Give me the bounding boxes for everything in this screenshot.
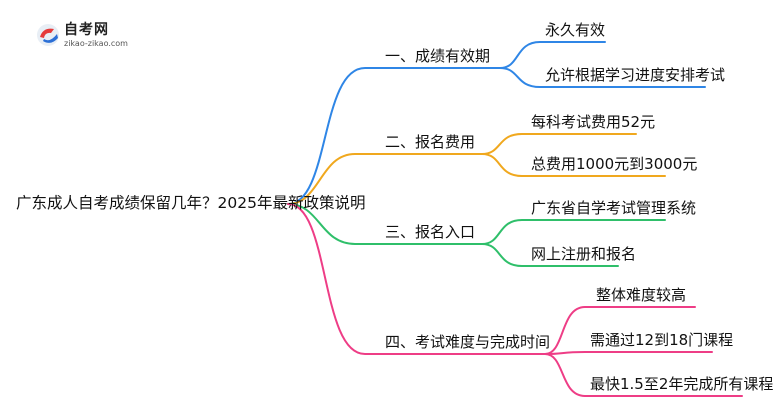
branch-3-leaf-1[interactable]: 广东省自学考试管理系统	[531, 199, 697, 217]
branch-2-leaf-1[interactable]: 每科考试费用52元	[531, 113, 656, 131]
branch-1-label[interactable]: 一、成绩有效期	[385, 47, 491, 65]
branch-2-label[interactable]: 二、报名费用	[385, 133, 476, 151]
logo-name: 自考网	[64, 22, 109, 38]
edge-root-branch-4	[287, 203, 546, 355]
edge-root-branch-2	[287, 153, 483, 205]
root-topic[interactable]: 广东成人自考成绩保留几年？2025年最新政策说明	[16, 194, 366, 212]
branch-2-leaf-2[interactable]: 总费用1000元到3000元	[531, 155, 698, 173]
mindmap-connectors	[287, 41, 743, 397]
edge-branch-4-leaf-3	[544, 353, 743, 397]
edge-branch-4-leaf-1	[544, 306, 696, 355]
branch-4-label[interactable]: 四、考试难度与完成时间	[385, 333, 551, 351]
logo-mark-icon	[37, 24, 59, 46]
edge-branch-2-leaf-2	[481, 153, 666, 177]
edge-branch-3-leaf-1	[481, 219, 666, 245]
edge-branch-2-leaf-1	[481, 133, 637, 155]
edge-branch-3-leaf-2	[481, 243, 619, 267]
branch-4-leaf-3[interactable]: 最快1.5至2年完成所有课程	[590, 375, 773, 393]
edge-root-branch-1	[287, 67, 501, 205]
edge-branch-4-leaf-2	[544, 351, 713, 355]
site-logo[interactable]: 自考网 zikao-zikao.com	[34, 18, 144, 58]
branch-4-leaf-2[interactable]: 需通过12到18门课程	[590, 331, 734, 349]
branch-1-leaf-1[interactable]: 永久有效	[545, 21, 606, 39]
edge-root-branch-3	[287, 203, 483, 245]
branch-4-leaf-1[interactable]: 整体难度较高	[596, 286, 687, 304]
edge-branch-1-leaf-2	[499, 67, 706, 88]
logo-url: zikao-zikao.com	[64, 39, 128, 48]
branch-3-leaf-2[interactable]: 网上注册和报名	[531, 245, 637, 263]
edge-branch-1-leaf-1	[499, 41, 606, 69]
branch-1-leaf-2[interactable]: 允许根据学习进度安排考试	[545, 66, 726, 84]
branch-3-label[interactable]: 三、报名入口	[385, 223, 476, 241]
